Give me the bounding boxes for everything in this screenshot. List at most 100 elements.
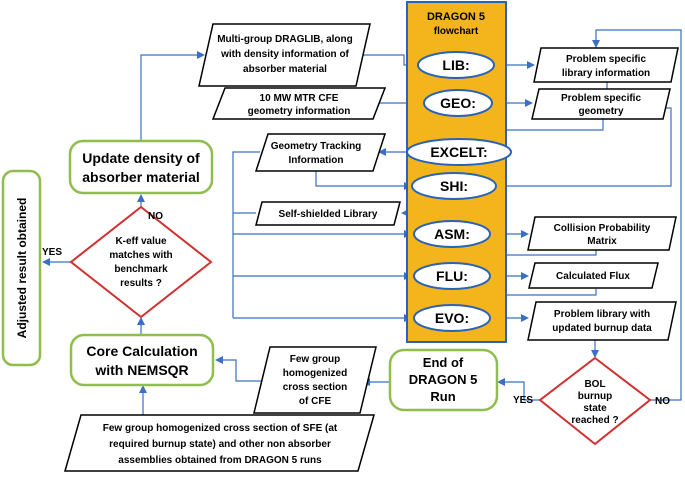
arrowhead [137, 317, 145, 325]
process-update-density-shape [68, 139, 214, 195]
input-tracking-line2: Information [289, 155, 344, 166]
module-excelt-oval [406, 138, 512, 166]
update-density-line2: absorber material [82, 169, 200, 185]
arrowhead [521, 272, 529, 280]
terminal-end-run-line3: Run [430, 389, 455, 404]
output-problem-geo-line2: geometry [578, 106, 623, 117]
connector-bol-yes-to-end [503, 381, 540, 401]
keff-line1: K-eff value [115, 236, 167, 247]
few-group-line1: Few group [290, 354, 341, 365]
arrowhead [137, 194, 145, 202]
input-tracking-line1: Geometry Tracking [271, 141, 362, 152]
few-group-line4: of CFE [299, 396, 332, 407]
arrowhead [525, 99, 533, 107]
input-selfshield: Self-shielded Library [255, 201, 401, 226]
arrowhead [592, 40, 600, 48]
decision-bol-shape [538, 356, 652, 446]
keff-line4: results ? [120, 278, 162, 289]
core-calc-line2: with NEMSQR [94, 362, 188, 378]
module-asm-label: ASM: [434, 226, 470, 242]
input-draglib: Multi-group DRAGLIB, along with density … [198, 23, 371, 87]
output-burnup-line1: Problem library with [554, 309, 650, 320]
output-collision-line1: Collision Probability [554, 223, 651, 234]
module-lib: LIB: [417, 51, 495, 79]
output-problem-geo-shape [531, 88, 671, 120]
arrowhead [591, 350, 599, 358]
output-burnup-shape [527, 301, 677, 341]
module-excelt-label: EXCELT: [430, 144, 487, 160]
decision-bol-line4: reached ? [571, 415, 618, 426]
module-shi: SHI: [411, 172, 497, 200]
connector-update-to-draglib [140, 54, 199, 140]
terminal-adjusted-result-shape [1, 169, 42, 367]
connector-problem-geo-to-excelt [499, 118, 604, 138]
output-problem-lib-shape [533, 47, 679, 83]
output-collision-line2: Matrix [587, 236, 617, 247]
module-shi-label: SHI: [440, 178, 468, 194]
few-group-sfe-line1: Few group homogenized cross section of S… [103, 423, 338, 434]
decision-keff-shape [69, 205, 213, 319]
few-group-sfe-line2: required burnup state) and other non abs… [109, 439, 331, 450]
module-geo-oval [423, 89, 493, 117]
few-group-line2: homogenized [283, 368, 347, 379]
label-keff-yes: YES [42, 247, 62, 258]
input-selfshield-line1: Self-shielded Library [279, 209, 378, 220]
label-keff-no: NO [148, 211, 163, 222]
few-group-line3: cross section [283, 382, 347, 393]
input-tracking-shape [254, 133, 387, 172]
output-flux: Calculated Flux [528, 262, 659, 289]
arrowhead [527, 61, 535, 69]
output-flux-shape [528, 262, 659, 289]
input-selfshield-shape [255, 201, 401, 226]
decision-keff: K-eff value matches with benchmark resul… [69, 205, 213, 319]
data-few-group-sfe: Few group homogenized cross section of S… [64, 414, 375, 472]
module-shi-oval [411, 172, 497, 200]
output-problem-lib-line2: library information [562, 68, 650, 79]
input-draglib-line1: Multi-group DRAGLIB, along [217, 34, 353, 45]
module-evo-oval [413, 304, 491, 332]
module-flu: FLU: [413, 262, 491, 290]
arrowhead [521, 314, 529, 322]
data-few-group-cfe-shape [253, 346, 377, 414]
keff-line2: matches with [109, 250, 172, 261]
terminal-adjusted-result: Adjusted result obtained [1, 169, 42, 367]
input-mtr-shape [211, 87, 387, 120]
label-bol-yes: YES [513, 395, 533, 406]
arrowhead [139, 385, 147, 393]
decision-bol-line2: burnup [578, 391, 612, 402]
terminal-end-run-line2: DRAGON 5 [409, 372, 478, 387]
adjusted-result-label: Adjusted result obtained [15, 198, 29, 339]
module-asm-oval [413, 220, 491, 248]
output-problem-lib: Problem specific library information [533, 47, 679, 83]
module-geo: GEO: [423, 89, 493, 117]
decision-bol: BOL burnup state reached ? [538, 356, 652, 446]
arrowhead [215, 356, 223, 364]
data-few-group-sfe-shape [64, 414, 375, 472]
output-flux-line1: Calculated Flux [556, 271, 630, 282]
module-flu-label: FLU: [436, 268, 468, 284]
arrowhead [378, 148, 386, 156]
input-tracking: Geometry Tracking Information [254, 133, 387, 172]
connector-tracking-feed [232, 151, 260, 318]
input-mtr-line1: 10 MW MTR CFE [260, 93, 339, 104]
connector-fewgroup-to-core [221, 359, 262, 382]
module-lib-oval [417, 51, 495, 79]
module-lib-label: LIB: [442, 57, 469, 73]
connector-draglib-to-lib [356, 54, 413, 66]
input-draglib-shape [198, 23, 371, 87]
update-density-line1: Update density of [82, 150, 200, 166]
module-evo: EVO: [413, 304, 491, 332]
arrowhead [521, 230, 529, 238]
terminal-end-run: End of DRAGON 5 Run [388, 348, 499, 412]
module-excelt: EXCELT: [406, 138, 512, 166]
connector-bol-no-loop [595, 29, 682, 401]
panel-title-line1: DRAGON 5 [427, 11, 485, 23]
process-update-density: Update density of absorber material [68, 139, 214, 195]
output-burnup-line2: updated burnup data [552, 323, 652, 334]
few-group-sfe-line3: assemblies obtained from DRAGON 5 runs [118, 455, 322, 466]
connector-tracking-to-shi [315, 171, 406, 187]
process-core-calculation-shape [69, 333, 215, 387]
core-calc-line1: Core Calculation [86, 343, 197, 359]
decision-bol-line3: state [583, 403, 607, 414]
